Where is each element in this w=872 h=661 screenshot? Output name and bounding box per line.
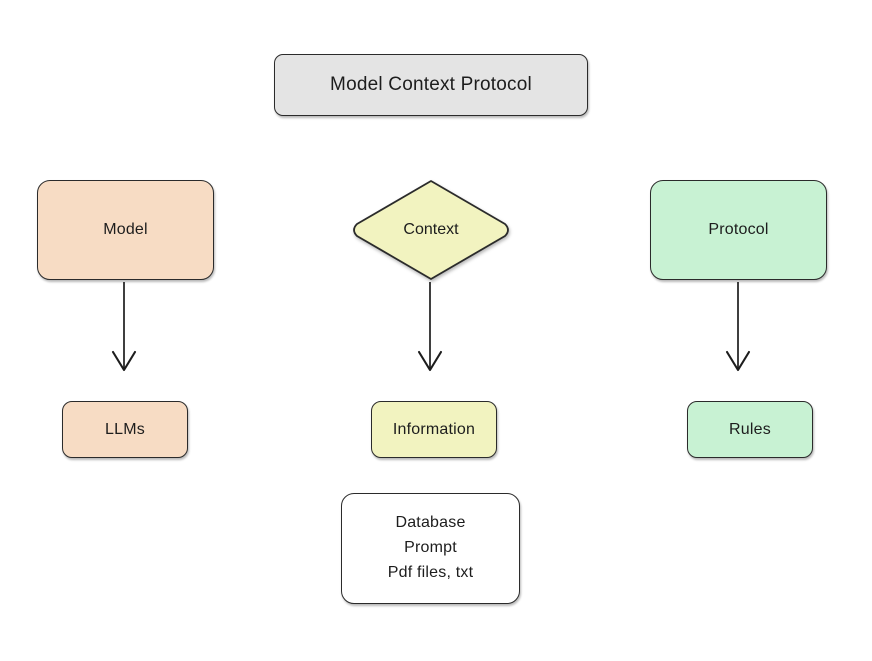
node-label: Model Context Protocol (330, 74, 532, 95)
diamond-shape (353, 180, 509, 280)
node-label: Model (103, 221, 148, 238)
node-label: Context (403, 221, 459, 238)
connector-context-to-information (417, 282, 443, 372)
source-line-database: Database (395, 514, 466, 532)
node-label: LLMs (105, 420, 145, 438)
node-label-wrapper: Context (350, 178, 512, 282)
connector-protocol-to-rules (725, 282, 751, 372)
connector-model-to-llms (111, 282, 137, 372)
node-model[interactable]: Model (37, 180, 214, 280)
node-protocol[interactable]: Protocol (650, 180, 827, 280)
node-label: Information (392, 420, 476, 438)
source-line-files: Pdf files, txt (387, 563, 474, 581)
node-label: Rules (729, 420, 771, 438)
node-model-context-protocol[interactable]: Model Context Protocol (274, 54, 588, 116)
node-information[interactable]: Information (371, 401, 497, 458)
source-line-prompt: Prompt (404, 539, 457, 557)
node-rules[interactable]: Rules (687, 401, 813, 458)
node-label: Protocol (708, 221, 769, 238)
node-llms[interactable]: LLMs (62, 401, 188, 458)
node-context-sources[interactable]: Database Prompt Pdf files, txt (341, 493, 520, 604)
node-context[interactable]: Context (350, 178, 512, 282)
